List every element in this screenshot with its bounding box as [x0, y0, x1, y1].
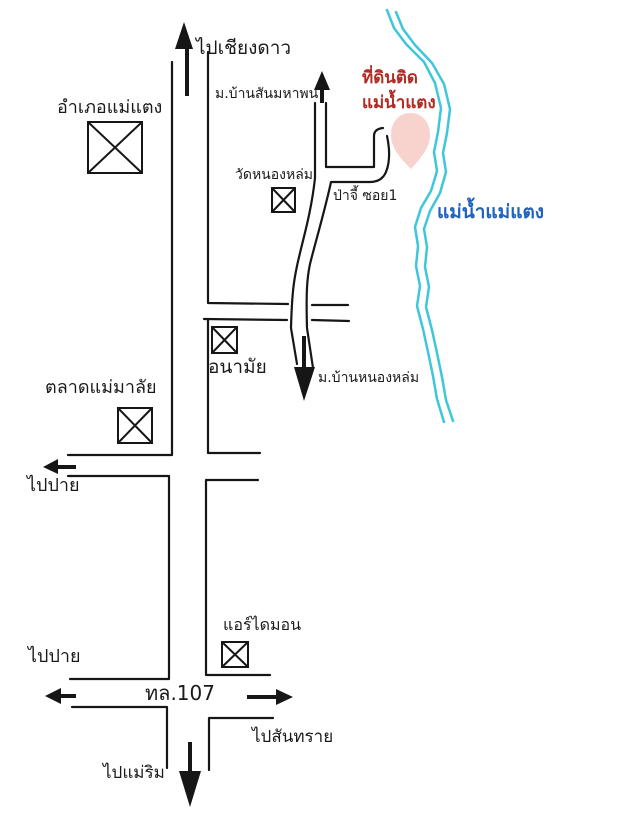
arrowhead-north — [175, 22, 193, 49]
soi-road-right-line-and-branch-top — [324, 101, 385, 169]
location-marker — [391, 113, 430, 169]
arrowhead-soi-north — [314, 71, 330, 90]
label-village-san-mahapon: ม.บ้านสันมหาพน — [215, 86, 319, 102]
label-to-san-sai: ไปสันทราย — [252, 727, 334, 747]
arrow-shafts — [56, 46, 324, 774]
label-health-center: อนามัย — [208, 356, 267, 378]
main-road-east-line-upper — [206, 50, 290, 306]
arrowhead-west-107 — [45, 688, 61, 704]
river — [385, 8, 455, 424]
main-road-west-line-lower — [66, 474, 171, 681]
label-property-line1: ที่ดินติด — [362, 68, 418, 88]
arrowhead-soi-south — [294, 367, 315, 401]
main-road-east-line-mid — [206, 317, 262, 455]
label-market: ตลาดแม่มาลัย — [45, 377, 157, 398]
label-property-title: ที่ดินติด แม่น้ำแตง — [362, 66, 436, 116]
landmark-box-market — [117, 407, 153, 444]
river-west-bank — [385, 8, 446, 424]
label-district-office: อำเภอแม่แตง — [57, 97, 163, 118]
highway-se-corner — [207, 716, 275, 772]
label-property-line2: แม่น้ำแตง — [362, 93, 436, 113]
landmark-box-health-center — [211, 326, 238, 354]
label-river-name: แม่น้ำแม่แตง — [437, 201, 545, 223]
arrowhead-east-107 — [276, 689, 293, 705]
landmark-boxes — [87, 121, 296, 668]
landmark-box-temple — [271, 187, 296, 213]
arrowheads — [43, 22, 330, 807]
side-road-bottom-east — [310, 318, 351, 323]
main-road-west-line-upper — [66, 60, 174, 457]
landmark-box-district-office — [87, 121, 143, 174]
label-temple: วัดหนองหล่ม — [235, 167, 314, 183]
arrowhead-west-upper — [43, 459, 58, 474]
landmark-box-air-shop — [221, 641, 249, 668]
side-road-bottom-west — [202, 317, 289, 322]
highway-sw-corner — [70, 705, 169, 770]
road-network — [66, 50, 391, 772]
label-air-shop: แอร์ไดมอน — [223, 615, 302, 634]
label-village-nong-lom: ม.บ้านหนองหล่ม — [318, 370, 420, 386]
label-to-chiangdao: ไปเชียงดาว — [196, 37, 292, 59]
label-soi: ป่าจี้ ซอย1 — [333, 188, 398, 204]
soi-road-left-line — [289, 101, 317, 366]
label-to-mae-rim: ไปแม่ริม — [103, 763, 165, 783]
river-east-bank — [394, 10, 455, 423]
main-road-east-line-lower — [204, 478, 272, 677]
label-highway-107: ทล.107 — [145, 681, 215, 705]
label-to-pai-upper: ไปปาย — [27, 475, 80, 496]
label-to-pai-lower: ไปปาย — [28, 646, 81, 667]
arrowhead-south-107 — [179, 771, 201, 807]
soi-branch-outer-and-right-line — [305, 134, 391, 370]
